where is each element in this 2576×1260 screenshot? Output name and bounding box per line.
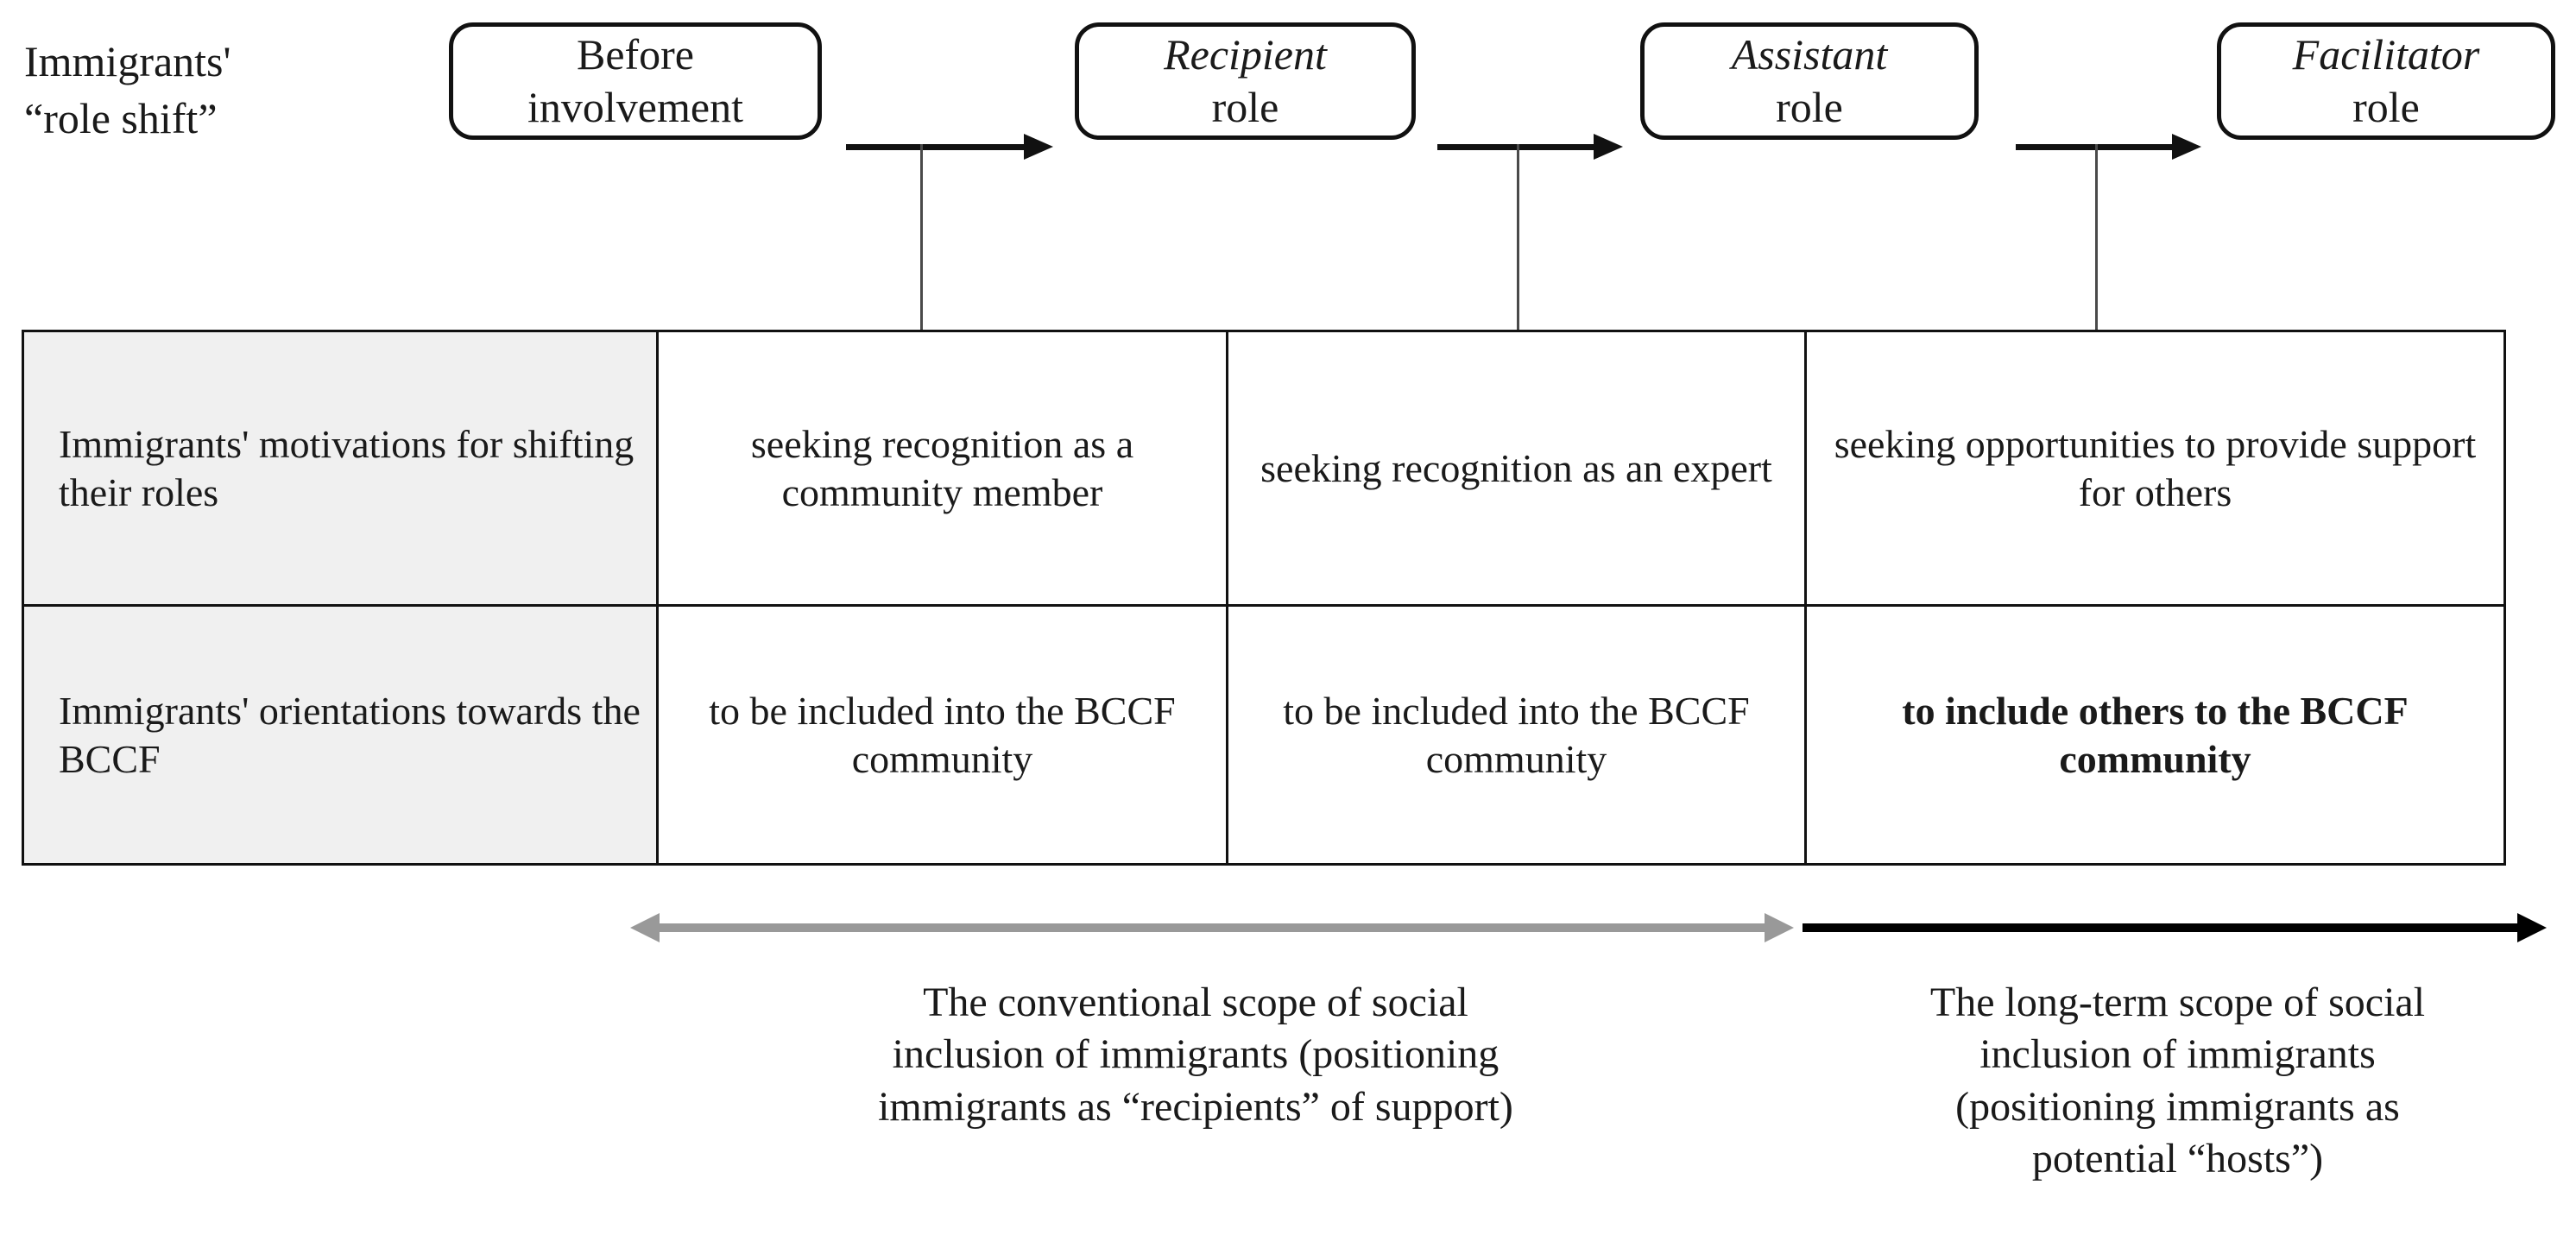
table-row: Immigrants' orientations towards the BCC… [22, 604, 2506, 866]
role-box-line1: Assistant [1731, 30, 1888, 79]
table-row: Immigrants' motivations for shifting the… [22, 330, 2506, 607]
arrow-head [1594, 134, 1623, 160]
drop-line-2 [1517, 144, 1519, 332]
cell-orientation-recipient: to be included into the BCCF community [656, 604, 1228, 866]
drop-line-3 [2095, 144, 2098, 332]
cell-orientation-assistant: to be included into the BCCF community [1226, 604, 1807, 866]
role-box-line2: role [1211, 83, 1279, 131]
role-shift-label: Immigrants' “role shift” [24, 37, 231, 142]
arrow-shaft [2016, 144, 2172, 150]
drop-line-1 [920, 144, 923, 332]
arrow-head-right [2517, 913, 2547, 942]
cell-motivation-recipient: seeking recognition as a community membe… [656, 330, 1228, 607]
arrow-shaft [846, 144, 1024, 150]
role-box-line1: Recipient [1164, 30, 1327, 79]
arrow-head-right [1765, 913, 1794, 942]
cell-orientation-facilitator: to include others to the BCCF community [1804, 604, 2506, 866]
role-box-line1: Facilitator [2292, 30, 2480, 79]
arrow-shaft [1803, 923, 2517, 932]
arrow-head [1024, 134, 1053, 160]
role-box-assistant-role[interactable]: Assistant role [1640, 22, 1979, 140]
row-header-motivations: Immigrants' motivations for shifting the… [22, 330, 659, 607]
connector-arrow-2 [1437, 134, 1623, 160]
cell-motivation-assistant: seeking recognition as an expert [1226, 330, 1807, 607]
connector-arrow-1 [846, 134, 1053, 160]
arrow-head-left [630, 913, 660, 942]
cell-motivation-facilitator: seeking opportunities to provide support… [1804, 330, 2506, 607]
arrow-shaft [660, 923, 1765, 932]
role-box-line2: role [1776, 83, 1843, 131]
arrow-shaft [1437, 144, 1594, 150]
role-box-recipient-role[interactable]: Recipient role [1075, 22, 1416, 140]
role-box-line1: Before [576, 30, 695, 79]
role-box-line2: role [2352, 83, 2420, 131]
conventional-scope-arrow [630, 913, 1794, 942]
long-term-scope-arrow [1803, 913, 2547, 942]
role-shift-matrix: Immigrants' motivations for shifting the… [22, 330, 2506, 866]
role-box-before-involvement[interactable]: Before involvement [449, 22, 822, 140]
connector-arrow-3 [2016, 134, 2201, 160]
row-header-orientations: Immigrants' orientations towards the BCC… [22, 604, 659, 866]
conventional-scope-caption: The conventional scope of social inclusi… [878, 980, 1513, 1130]
long-term-scope-caption: The long-term scope of social inclusion … [1929, 980, 2426, 1182]
arrow-head [2172, 134, 2201, 160]
role-box-facilitator-role[interactable]: Facilitator role [2217, 22, 2555, 140]
role-box-line2: involvement [527, 83, 743, 131]
